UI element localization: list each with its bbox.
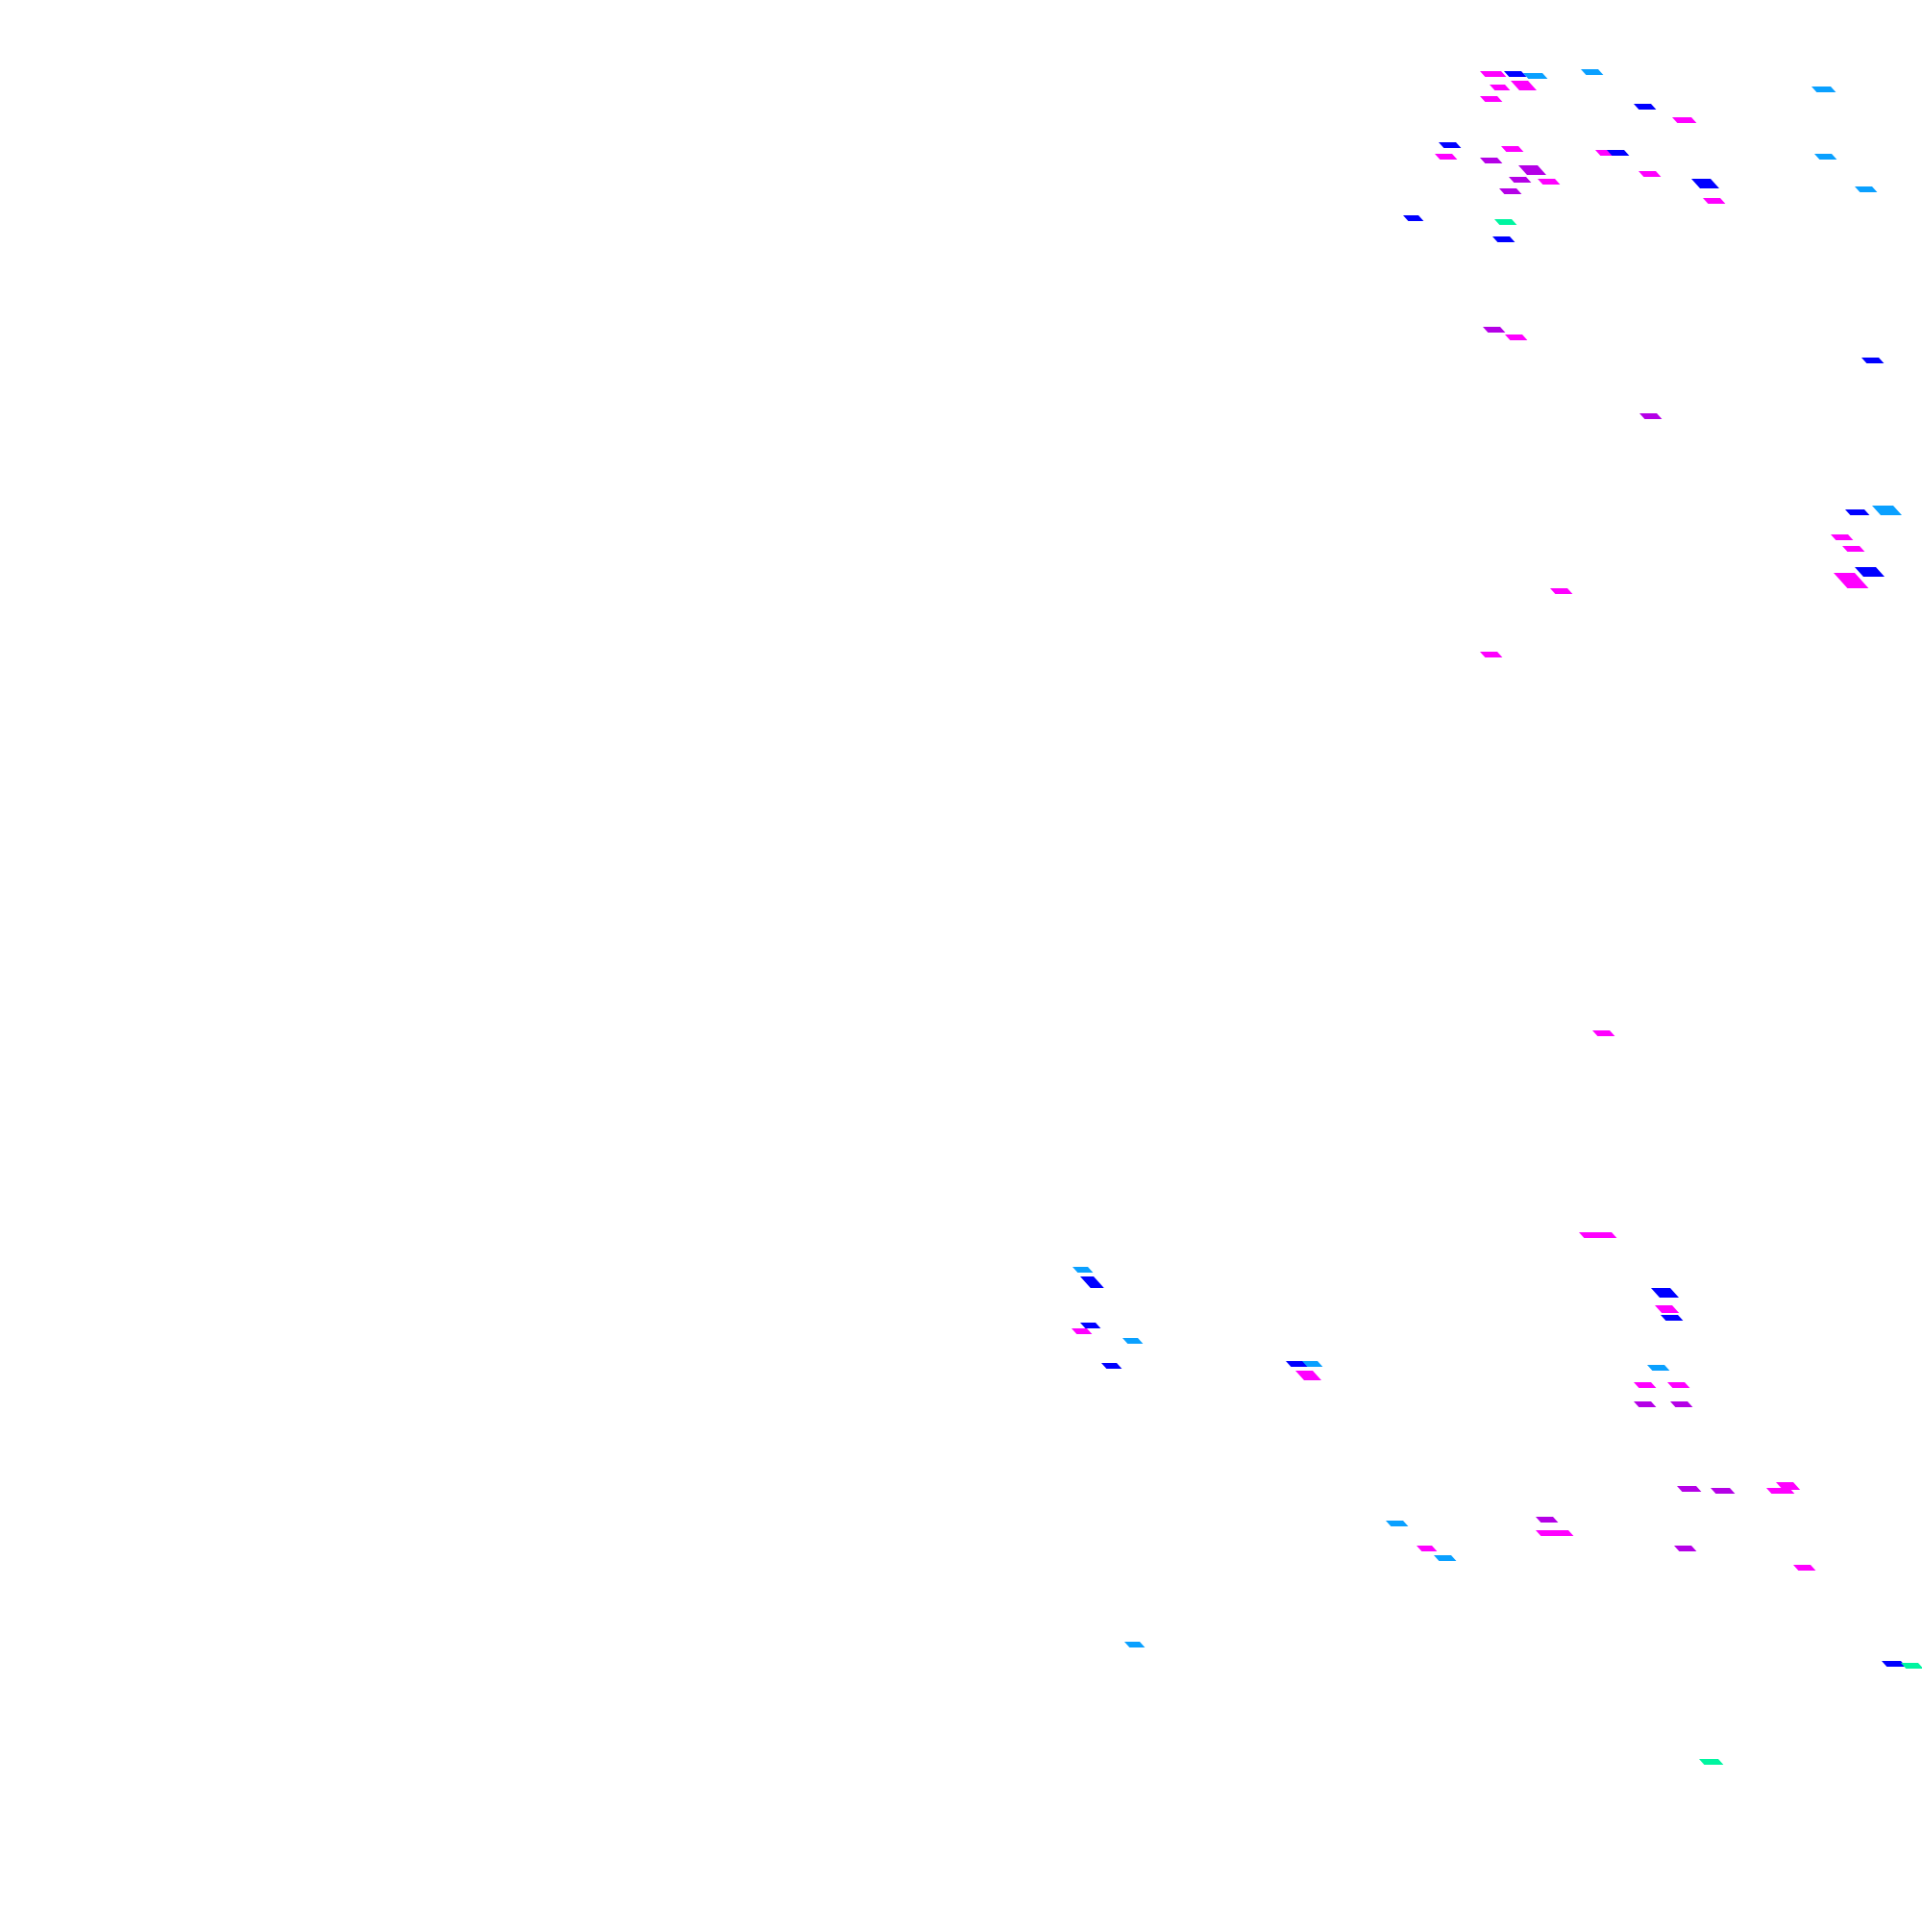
marks-layer — [1072, 69, 1922, 1765]
parallelogram-mark — [1581, 69, 1604, 75]
parallelogram-mark — [1703, 198, 1726, 204]
parallelogram-mark — [1417, 1546, 1438, 1551]
parallelogram-mark — [1518, 165, 1546, 175]
parallelogram-mark — [1480, 158, 1503, 163]
parallelogram-mark — [1434, 1555, 1457, 1561]
parallelogram-mark — [1872, 506, 1902, 515]
parallelogram-mark — [1124, 1642, 1146, 1647]
parallelogram-mark — [1855, 567, 1885, 577]
parallelogram-mark — [1480, 96, 1503, 102]
parallelogram-mark — [1667, 1382, 1690, 1388]
parallelogram-mark — [1634, 1401, 1657, 1407]
parallelogram-mark — [1302, 1361, 1323, 1367]
parallelogram-mark — [1490, 85, 1511, 90]
parallelogram-mark — [1439, 142, 1462, 148]
parallelogram-mark — [1691, 179, 1719, 188]
parallelogram-mark — [1674, 1546, 1697, 1551]
parallelogram-mark — [1793, 1565, 1816, 1571]
parallelogram-mark — [1080, 1276, 1104, 1288]
parallelogram-mark — [1072, 1267, 1094, 1273]
parallelogram-mark — [1483, 327, 1506, 333]
parallelogram-mark — [1592, 1030, 1615, 1036]
parallelogram-mark — [1672, 117, 1697, 123]
parallelogram-mark — [1550, 588, 1573, 594]
parallelogram-mark — [1639, 413, 1663, 419]
parallelogram-mark — [1501, 146, 1524, 152]
parallelogram-mark — [1861, 358, 1885, 363]
parallelogram-mark — [1842, 546, 1865, 552]
parallelogram-mark — [1505, 334, 1528, 340]
parallelogram-mark — [1536, 1530, 1574, 1536]
parallelogram-mark — [1655, 1305, 1680, 1313]
parallelogram-mark — [1647, 1365, 1670, 1371]
parallelogram-mark — [1831, 534, 1854, 540]
parallelogram-mark — [1122, 1338, 1144, 1344]
parallelogram-mark — [1536, 1517, 1559, 1523]
parallelogram-mark — [1882, 1661, 1907, 1667]
parallelogram-mark — [1480, 71, 1507, 77]
parallelogram-mark — [1435, 154, 1458, 160]
parallelogram-mark — [1080, 1323, 1101, 1328]
parallelogram-mark — [1538, 179, 1561, 185]
parallelogram-mark — [1634, 1382, 1657, 1388]
parallelogram-mark — [1811, 87, 1836, 92]
parallelogram-mark — [1699, 1759, 1724, 1765]
parallelogram-mark — [1834, 573, 1869, 588]
parallelogram-mark — [1579, 1232, 1617, 1238]
parallelogram-mark — [1072, 1328, 1093, 1334]
parallelogram-mark — [1814, 154, 1837, 160]
parallelogram-mark — [1639, 171, 1662, 177]
parallelogram-mark — [1509, 177, 1532, 183]
parallelogram-mark — [1855, 186, 1878, 192]
parallelogram-mark — [1511, 81, 1537, 90]
parallelogram-mark — [1651, 1288, 1679, 1298]
parallelogram-mark — [1845, 509, 1870, 515]
parallelogram-mark — [1499, 188, 1522, 194]
parallelogram-mark — [1661, 1315, 1684, 1321]
parallelogram-mark — [1480, 652, 1503, 657]
parallelogram-mark — [1670, 1401, 1693, 1407]
parallelogram-mark — [1523, 73, 1548, 79]
parallelogram-mark — [1711, 1488, 1736, 1494]
parallelogram-mark — [1295, 1371, 1321, 1380]
parallelogram-mark — [1776, 1482, 1801, 1490]
parallelogram-mark — [1677, 1486, 1702, 1492]
parallelogram-mark — [1101, 1363, 1122, 1369]
parallelogram-mark — [1403, 215, 1424, 221]
parallelogram-mark — [1607, 150, 1630, 156]
parallelogram-mark — [1492, 236, 1515, 242]
parallelogram-mark — [1901, 1663, 1922, 1669]
parallelogram-mark — [1494, 219, 1517, 225]
parallelogram-mark — [1504, 71, 1527, 77]
parallelogram-mark — [1634, 104, 1657, 110]
parallelogram-mark — [1386, 1521, 1409, 1526]
